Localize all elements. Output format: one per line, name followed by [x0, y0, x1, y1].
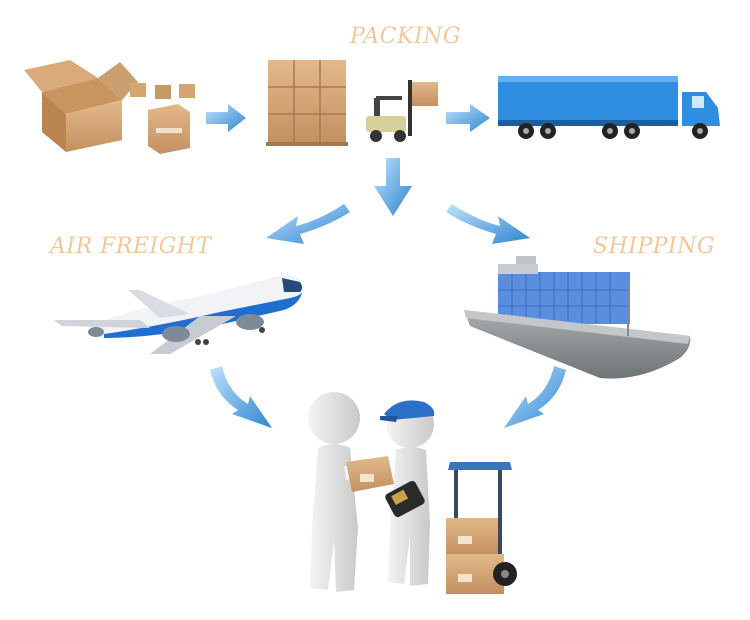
small-boxes-icon [130, 83, 195, 154]
flow-arrow-icon [504, 366, 566, 428]
flow-arrow-icon [446, 104, 490, 132]
box-pallet-icon [266, 60, 348, 146]
airplane-icon [54, 275, 305, 354]
packing-label: PACKING [350, 24, 461, 49]
flow-arrow-icon [374, 158, 412, 216]
open-box-icon [24, 60, 138, 152]
flow-arrow-icon [266, 204, 350, 244]
air-freight-label: AIR FREIGHT [50, 234, 212, 259]
container-truck-icon [498, 76, 720, 139]
flow-arrow-icon [206, 104, 246, 132]
hand-truck-icon [446, 462, 517, 594]
flow-arrow-icon [210, 366, 272, 428]
shipping-label: SHIPPING [593, 234, 716, 259]
cargo-ship-icon [464, 256, 691, 379]
flow-arrow-icon [446, 204, 530, 244]
forklift-icon [366, 80, 438, 142]
delivery-people-icon [308, 392, 435, 592]
